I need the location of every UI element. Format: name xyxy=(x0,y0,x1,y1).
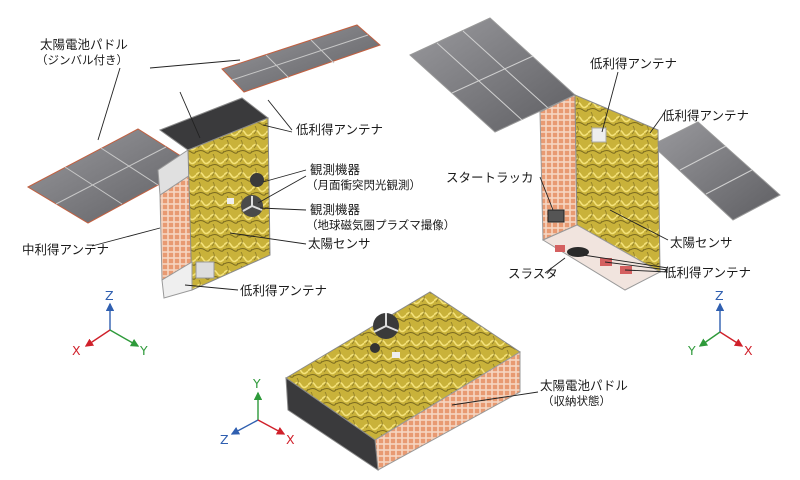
label-low-gain-antenna-4: 低利得アンテナ xyxy=(662,108,749,123)
label-low-gain-antenna-1: 低利得アンテナ xyxy=(296,122,383,137)
axis-bottom-y: Y xyxy=(253,376,261,391)
label-solar-paddle-stowed: 太陽電池パドル xyxy=(540,378,628,393)
label-solar-paddle-gimbal: 太陽電池パドル xyxy=(40,37,128,52)
label-thruster: スラスタ xyxy=(508,266,558,281)
label-obs-instrument-2: 観測機器 xyxy=(310,202,360,217)
axis-right-z: Z xyxy=(715,288,724,303)
axes-right xyxy=(700,304,742,346)
label-solar-paddle-gimbal-sub: （ジンバル付き） xyxy=(36,53,128,68)
label-solar-paddle-stowed-sub: （収納状態） xyxy=(542,394,611,409)
instrument-lens-1 xyxy=(250,173,264,187)
axis-left-y: Y xyxy=(140,343,148,358)
label-sun-sensor-2: 太陽センサ xyxy=(670,235,733,250)
label-star-tracker: スタートラッカ xyxy=(446,170,534,185)
axis-bottom-x: X xyxy=(286,432,295,447)
label-sun-sensor-1: 太陽センサ xyxy=(308,236,371,251)
axis-bottom-z: Z xyxy=(220,432,229,447)
axes-bottom xyxy=(232,393,284,434)
label-obs-instrument-2-sub: （地球磁気圏プラズマ撮像） xyxy=(306,218,455,233)
solar-panel-upper xyxy=(222,25,380,92)
axes-left xyxy=(86,304,138,346)
label-low-gain-antenna-3: 低利得アンテナ xyxy=(590,56,677,71)
solar-panel-side-right xyxy=(652,122,780,220)
label-obs-instrument-1-sub: （月面衝突閃光観測） xyxy=(306,178,421,193)
axis-right-x: X xyxy=(744,343,753,358)
axis-left-x: X xyxy=(72,343,81,358)
axis-left-z: Z xyxy=(105,288,114,303)
label-low-gain-antenna-5: 低利得アンテナ xyxy=(664,265,751,280)
axis-right-y: Y xyxy=(688,343,696,358)
label-low-gain-antenna-2: 低利得アンテナ xyxy=(240,283,327,298)
bottom-spacecraft xyxy=(286,292,520,470)
label-obs-instrument-1: 観測機器 xyxy=(310,162,360,177)
label-mid-gain-antenna: 中利得アンテナ xyxy=(22,242,109,257)
